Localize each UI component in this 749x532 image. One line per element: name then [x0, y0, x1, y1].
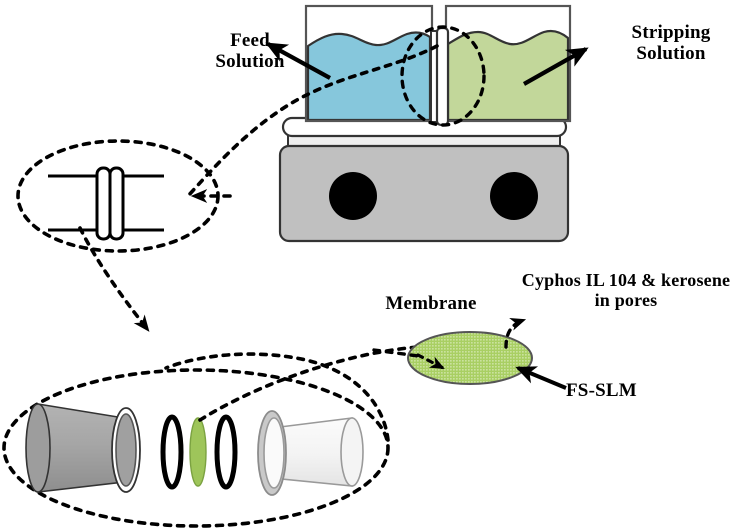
- exploded-assembly: [2, 368, 390, 528]
- membrane-disc: [189, 417, 207, 487]
- stripping-solution-liquid: [446, 29, 570, 122]
- membrane-label-leader: [372, 348, 420, 358]
- membrane-zoom: [407, 331, 533, 385]
- holder-inset-plate-right: [108, 166, 125, 241]
- dark-cylinder-body: [37, 403, 125, 493]
- membrane-holder-in-cell: [430, 26, 450, 127]
- feed-arrow: [265, 42, 332, 80]
- cyphos-kerosene-label: Cyphos IL 104 & kerosene in pores: [521, 270, 731, 311]
- holder-half-light: [257, 410, 364, 496]
- fsslm-label: FS-SLM: [566, 380, 637, 401]
- pores-callout-arrow: [504, 318, 527, 349]
- stripping-arrow: [522, 47, 589, 86]
- light-cylinder-back-face: [340, 417, 364, 487]
- dark-cylinder-back-face: [25, 403, 51, 493]
- holder-inset-plate-left: [95, 166, 112, 241]
- membrane-ellipse: [407, 331, 533, 385]
- stripping-solution-label: Stripping Solution: [631, 22, 711, 65]
- light-cylinder-bore: [263, 417, 285, 489]
- holder-inset: [16, 139, 220, 253]
- assembly-to-membrane-curve: [164, 352, 390, 442]
- membrane-label-arrow: [416, 353, 445, 370]
- o-ring-left: [160, 414, 184, 490]
- holder-half-dark: [25, 403, 141, 493]
- dark-cylinder-bore: [115, 413, 137, 487]
- o-ring-right: [214, 414, 238, 490]
- stir-position-left: [329, 172, 377, 220]
- membrane-label: Membrane: [385, 293, 477, 314]
- feed-solution-label: Feed Solution: [215, 30, 285, 73]
- feed-solution-liquid: [306, 31, 432, 122]
- stir-position-right: [490, 172, 538, 220]
- assembly-ellipse: [2, 368, 390, 528]
- holder-highlight-ellipse: [400, 25, 486, 127]
- fsslm-arrow: [515, 366, 567, 390]
- holder-core: [435, 26, 450, 127]
- stirrer-base: [278, 116, 570, 243]
- holder-inset-ellipse: [16, 139, 220, 253]
- assembly-callout-arrow: [78, 226, 150, 332]
